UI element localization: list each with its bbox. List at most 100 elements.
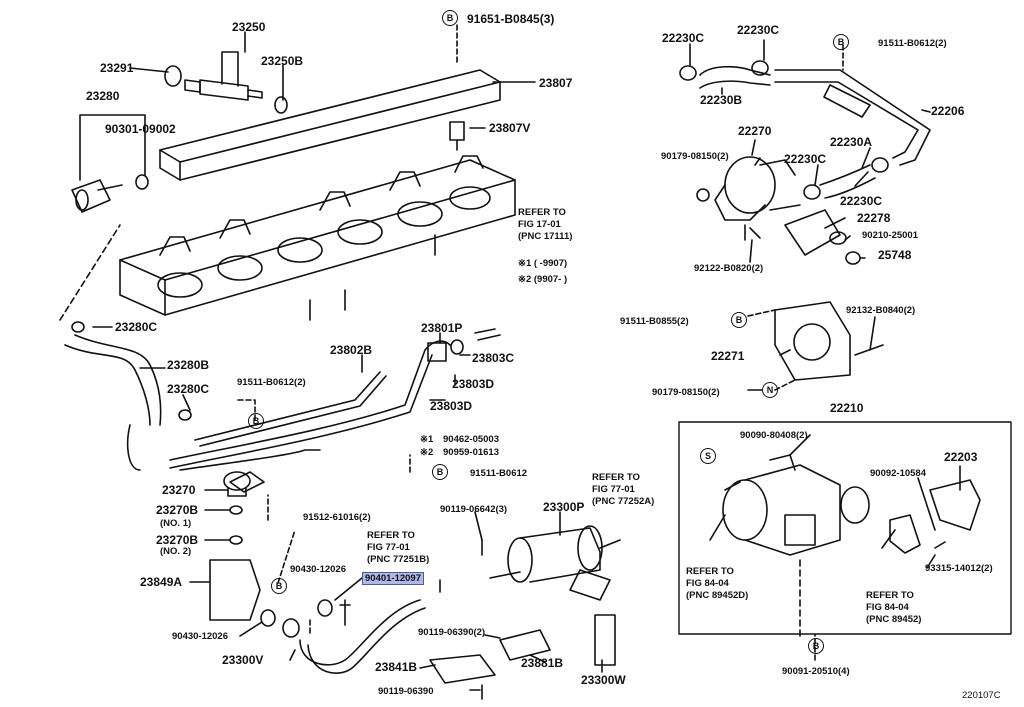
label-23280c-lower: 23280C	[167, 382, 210, 396]
circle-s-marker: S	[700, 448, 716, 464]
label-90462-05003: 90462-05003	[443, 434, 499, 445]
label-90179-08150-2: 90179-08150(2)	[661, 151, 729, 162]
label-90301-09002: 90301-09002	[105, 122, 176, 136]
throttle-sensor	[889, 514, 921, 554]
label-22278: 22278	[857, 211, 891, 225]
label-90119-06390-2: 90119-06390(2)	[418, 627, 486, 638]
label-23280: 23280	[86, 89, 120, 103]
insulator-23807v	[449, 121, 465, 141]
gasket-22271	[774, 301, 851, 381]
label-22270: 22270	[738, 124, 772, 138]
label-23270b-2: 23270B	[156, 533, 199, 547]
label-25748: 25748	[878, 248, 912, 262]
union-23801p	[427, 342, 447, 362]
refer-fig-84-line3: (PNC 89452)	[866, 614, 922, 625]
ref-mark-1: ※1	[420, 434, 434, 445]
circle-b-marker: B	[833, 34, 849, 50]
refer-fig-17-line2: FIG 17-01	[518, 219, 561, 230]
label-22230b: 22230B	[700, 93, 743, 107]
label-22210: 22210	[830, 401, 864, 415]
circle-n-marker: N	[762, 382, 778, 398]
label-22230c-a: 22230C	[662, 31, 705, 45]
throttle-body-box	[678, 421, 1012, 635]
air-pipe-22206	[774, 69, 931, 166]
label-23280c-top: 23280C	[115, 320, 158, 334]
circle-b-marker: B	[248, 413, 264, 429]
label-23291: 23291	[100, 61, 134, 75]
refer-fig-84-d-line1: REFER TO	[686, 566, 734, 577]
label-90092-10584: 90092-10584	[870, 468, 926, 479]
stud-92132	[854, 344, 884, 356]
label-23803d-a: 23803D	[452, 377, 495, 391]
label-22271: 22271	[711, 349, 745, 363]
label-92132-b0840: 92132-B0840(2)	[846, 305, 916, 316]
label-90091-20510: 90091-20510(4)	[782, 666, 850, 677]
label-23270b-1: 23270B	[156, 503, 199, 517]
label-22230c-d: 22230C	[840, 194, 883, 208]
circle-b-marker: B	[432, 464, 448, 480]
o-ring-90301	[135, 174, 149, 190]
fuel-hose-23300v	[299, 599, 426, 674]
position-sensor-22203	[929, 479, 981, 531]
throttle-body-22210	[722, 454, 870, 556]
o-ring-23250b	[274, 96, 288, 114]
refer-fig-77-b-line3: (PNC 77251B)	[367, 554, 430, 565]
refer-fig-84-line1: REFER TO	[866, 590, 914, 601]
circle-b-marker: B	[731, 312, 747, 328]
clip-23280c	[178, 409, 192, 421]
label-91511-b0612-right: 91511-B0612(2)	[878, 38, 947, 49]
pulsation-damper-23270	[223, 471, 251, 497]
label-23280b: 23280B	[167, 358, 210, 372]
label-22230a: 22230A	[830, 135, 873, 149]
refer-fig-77-a-line1: REFER TO	[592, 472, 640, 483]
label-91512-61016: 91512-61016(2)	[303, 512, 371, 523]
label-90959-01613: 90959-01613	[443, 447, 499, 458]
label-92122-b0820: 92122-B0820(2)	[694, 263, 764, 274]
fuel-rail-23807	[159, 69, 501, 181]
refer-fig-17-line3: (PNC 17111)	[518, 231, 573, 242]
refer-fig-77-a-line3: (PNC 77252A)	[592, 496, 655, 507]
label-23881b: 23881B	[521, 656, 564, 670]
air-hose-22230b	[699, 65, 771, 89]
circle-b-marker: B	[442, 10, 458, 26]
label-22230c-b: 22230C	[737, 23, 780, 37]
vacuum-hose-23280b	[64, 334, 162, 471]
label-23803d-b: 23803D	[430, 399, 473, 413]
ref-mark-2: ※2	[420, 447, 434, 458]
no1-note: (NO. 1)	[160, 518, 192, 529]
pressure-regulator-23280	[71, 179, 123, 213]
refer-fig-84-d-line2: FIG 84-04	[686, 578, 729, 589]
bolt-23803c	[474, 328, 501, 341]
label-22230c-c: 22230C	[784, 152, 827, 166]
label-90430-12026-a: 90430-12026	[290, 564, 346, 575]
label-23802b: 23802B	[330, 343, 373, 357]
fuel-filter-23300p	[489, 525, 621, 583]
refer-fig-77-b-line2: FIG 77-01	[367, 542, 410, 553]
refer-fig-77-b-line1: REFER TO	[367, 530, 415, 541]
label-90119-06642: 90119-06642(3)	[440, 504, 508, 515]
refer-fig-77-a-line2: FIG 77-01	[592, 484, 635, 495]
label-22203: 22203	[944, 450, 978, 464]
label-23300p: 23300P	[543, 500, 585, 514]
label-23807v: 23807V	[489, 121, 531, 135]
fuel-pipe-23802b	[169, 340, 451, 469]
label-91511-b0612: 91511-B0612	[470, 468, 528, 479]
bracket-23841b	[429, 654, 496, 684]
label-23250b: 23250B	[261, 54, 304, 68]
label-23270: 23270	[162, 483, 196, 497]
label-23807: 23807	[539, 76, 573, 90]
label-90210-25001: 90210-25001	[862, 230, 918, 241]
label-91511-b0855: 91511-B0855(2)	[620, 316, 689, 327]
label-23300w: 23300W	[581, 673, 626, 687]
label-23803c: 23803C	[472, 351, 515, 365]
label-23849a: 23849A	[140, 575, 183, 589]
label-90090-80408: 90090-80408(2)	[740, 430, 808, 441]
label-23300v: 23300V	[222, 653, 264, 667]
highlighted-part-90401-12097[interactable]: 90401-12097	[362, 572, 424, 585]
range-note-1: ※1 ( -9907)	[518, 258, 568, 269]
label-23841b: 23841B	[375, 660, 418, 674]
bracket-23849a	[209, 559, 261, 621]
label-90119-06390: 90119-06390	[378, 686, 434, 697]
refer-fig-84-d-line3: (PNC 89452D)	[686, 590, 749, 601]
